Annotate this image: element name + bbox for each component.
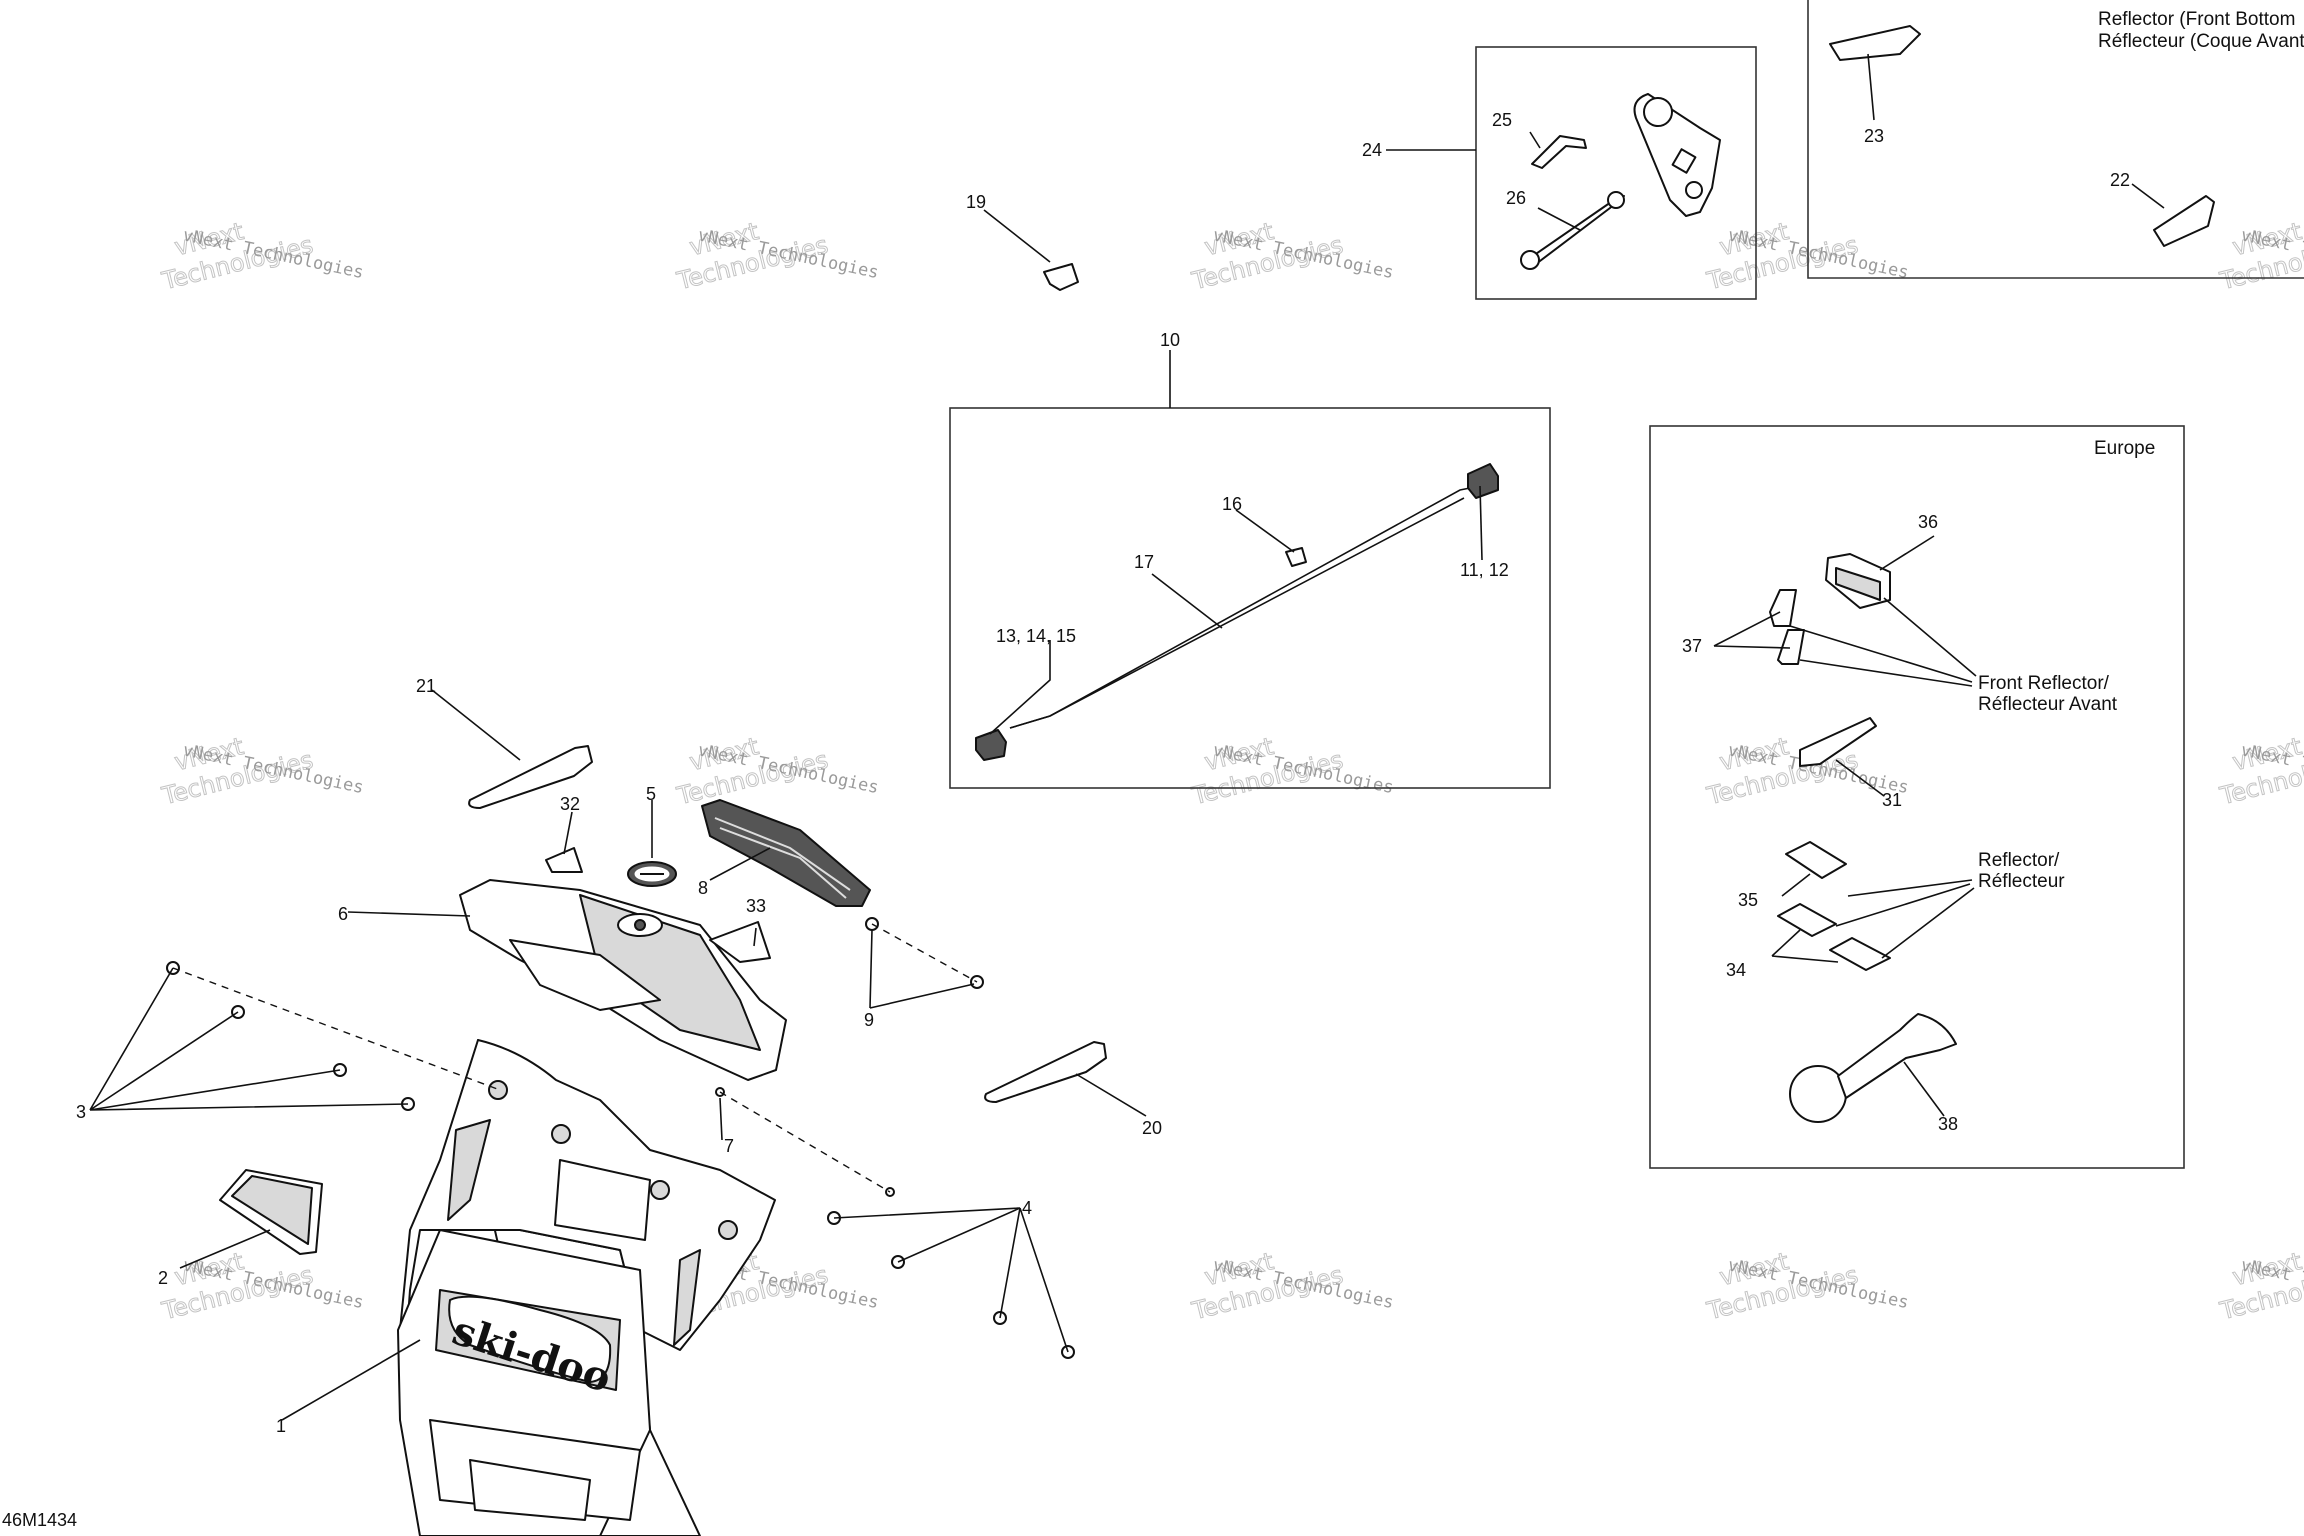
part-37-brackets [1769,589,1805,665]
callout-38: 38 [1938,1114,1958,1134]
callout-26: 26 [1506,188,1526,208]
callout-11-12: 11, 12 [1460,560,1509,580]
callout-16: 16 [1222,494,1242,514]
part-34-reflector [1829,937,1891,971]
part-21-side-reflector [468,745,593,809]
part-19-clip [1043,263,1079,291]
callout-3: 3 [76,1102,86,1122]
callout-8: 8 [698,878,708,898]
callout-10: 10 [1160,330,1180,350]
callout-13-15: 13, 14, 15 [996,626,1076,646]
harness-box [949,407,1551,789]
part-1-front-cowl: ski-doo [397,1039,776,1536]
callout-25: 25 [1492,110,1512,130]
callout-21: 21 [416,676,436,696]
callout-5: 5 [646,784,656,804]
note-front-reflector-2: Réflecteur Avant [1978,694,2118,715]
part-16-grommet [1285,547,1307,567]
callout-33: 33 [746,896,766,916]
part-2-decal [219,1169,323,1255]
assembly-line [719,1091,891,1193]
tool-kit-box [1475,46,1757,300]
callout-34: 34 [1726,960,1746,980]
front-bottom-reflector-box [1807,0,2304,279]
callout-6: 6 [338,904,348,924]
note-reflector-1: Reflector/ [1978,850,2060,871]
part-6-upper-console [459,879,787,1081]
part-34-reflector [1777,903,1837,937]
note-europe: Europe [2094,438,2155,459]
part-25-hex-key [1531,135,1587,169]
assembly-line [871,923,978,983]
part-36-front-reflector-housing [1825,553,1891,609]
callout-24: 24 [1362,140,1382,160]
callout-32: 32 [560,794,580,814]
callout-35: 35 [1738,890,1758,910]
callouts: 1 2 3 4 5 6 7 8 9 10 11, 12 13, 14, 15 1… [76,110,2130,1436]
part-13-15-connector [975,729,1007,761]
part-17-wiring-harness [1009,487,1471,729]
callout-22: 22 [2110,170,2130,190]
part-38-horn [1789,1013,1957,1123]
part-23-reflector [1829,25,1921,61]
callout-2: 2 [158,1268,168,1288]
part-31-reflector [1799,717,1877,767]
part-22-reflector [2153,195,2215,247]
callout-17: 17 [1134,552,1154,572]
callout-20: 20 [1142,1118,1162,1138]
tool-kit-wrench [1633,93,1721,217]
callout-9: 9 [864,1010,874,1030]
part-5-emblem [627,861,677,887]
callout-31: 31 [1882,790,1902,810]
callout-7: 7 [724,1136,734,1156]
part-20-side-reflector [984,1041,1107,1103]
callout-19: 19 [966,192,986,212]
part-26-wrench [1520,191,1625,270]
note-reflector-front-bottom-1: Reflector (Front Bottom [2098,9,2295,30]
callout-1: 1 [276,1416,286,1436]
part-8-gauge [701,799,871,907]
europe-box [1649,425,2185,1169]
leader-lines [89,53,2165,1421]
part-35-reflector [1785,841,1847,879]
note-reflector-front-bottom-2: Réflecteur (Coque Avant [2098,31,2304,52]
note-reflector-2: Réflecteur [1978,871,2065,892]
callout-36: 36 [1918,512,1938,532]
drawing-code: 46M1434 [2,1510,77,1530]
callout-37: 37 [1682,636,1702,656]
assembly-line [172,967,501,1091]
part-11-12-connector [1467,463,1499,499]
note-front-reflector-1: Front Reflector/ [1978,673,2110,694]
callout-4: 4 [1022,1198,1032,1218]
callout-23: 23 [1864,126,1884,146]
